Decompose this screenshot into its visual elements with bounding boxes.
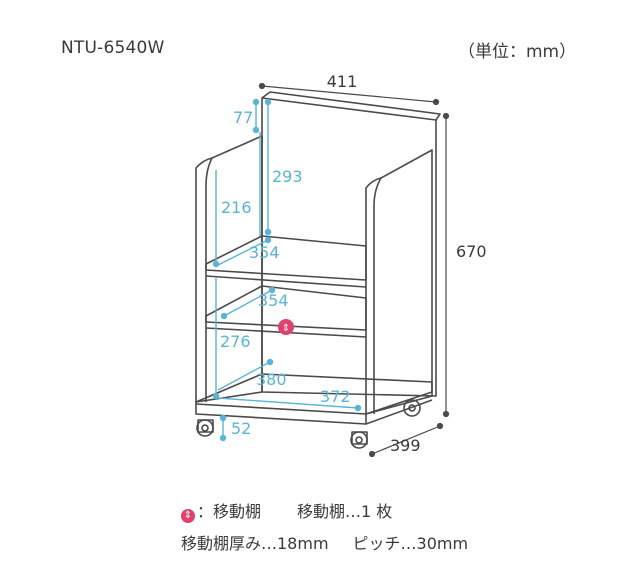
height-label: 670	[456, 242, 487, 261]
back-panel-top-edge	[261, 91, 441, 121]
upper-shelf	[205, 235, 367, 281]
back-panel	[261, 97, 437, 397]
left-side-panel	[195, 135, 263, 403]
legend-movable-count: 移動棚…1 枚	[297, 502, 393, 521]
upper-shelf-depth-label: 354	[249, 243, 280, 262]
width-label: 411	[327, 72, 358, 91]
movable-shelf	[205, 285, 367, 331]
bottom-depth-label: 380	[256, 370, 287, 389]
bottom-width-line	[217, 397, 359, 409]
base-side	[365, 399, 433, 425]
middle-shelf-depth-line	[223, 289, 273, 317]
width-line	[261, 85, 437, 103]
bottom-depth-line	[217, 361, 271, 391]
caster-height-label: 52	[231, 419, 251, 438]
movable-shelf-icon: ⇕	[181, 509, 195, 523]
depth-line	[371, 425, 441, 455]
middle-shelf-depth-label: 354	[258, 291, 289, 310]
upper-shelf-front	[205, 275, 367, 288]
movable-shelf-marker: ⇕	[278, 319, 294, 335]
lower-inner-height-label: 276	[220, 332, 251, 351]
caster-back-right	[403, 399, 421, 417]
base-front	[195, 404, 367, 425]
bottom-width-label: 372	[320, 387, 351, 406]
unit-label: （単位：mm）	[458, 42, 577, 62]
side-height-label: 216	[221, 198, 252, 217]
depth-label: 399	[390, 436, 421, 455]
legend-thickness: 移動棚厚み…18mm	[181, 534, 329, 553]
svg-text:⇕: ⇕	[282, 323, 290, 334]
upper-inner-height-label: 293	[272, 167, 303, 186]
right-side-front-edge	[373, 177, 382, 414]
legend: ⇕：移動棚 移動棚…1 枚 移動棚厚み…18mm ピッチ…30mm	[181, 496, 468, 560]
legend-marker-label: ：移動棚	[197, 502, 262, 521]
right-side-panel	[365, 149, 433, 415]
base-board	[195, 373, 433, 415]
upper-shelf-depth-line	[215, 239, 269, 267]
top-gap-label: 77	[233, 108, 253, 127]
caster-front-left	[196, 419, 214, 437]
legend-pitch: ピッチ…30mm	[352, 534, 469, 553]
model-number: NTU-6540W	[61, 38, 165, 58]
caster-front-right	[350, 431, 368, 449]
left-side-front-edge	[205, 157, 213, 402]
